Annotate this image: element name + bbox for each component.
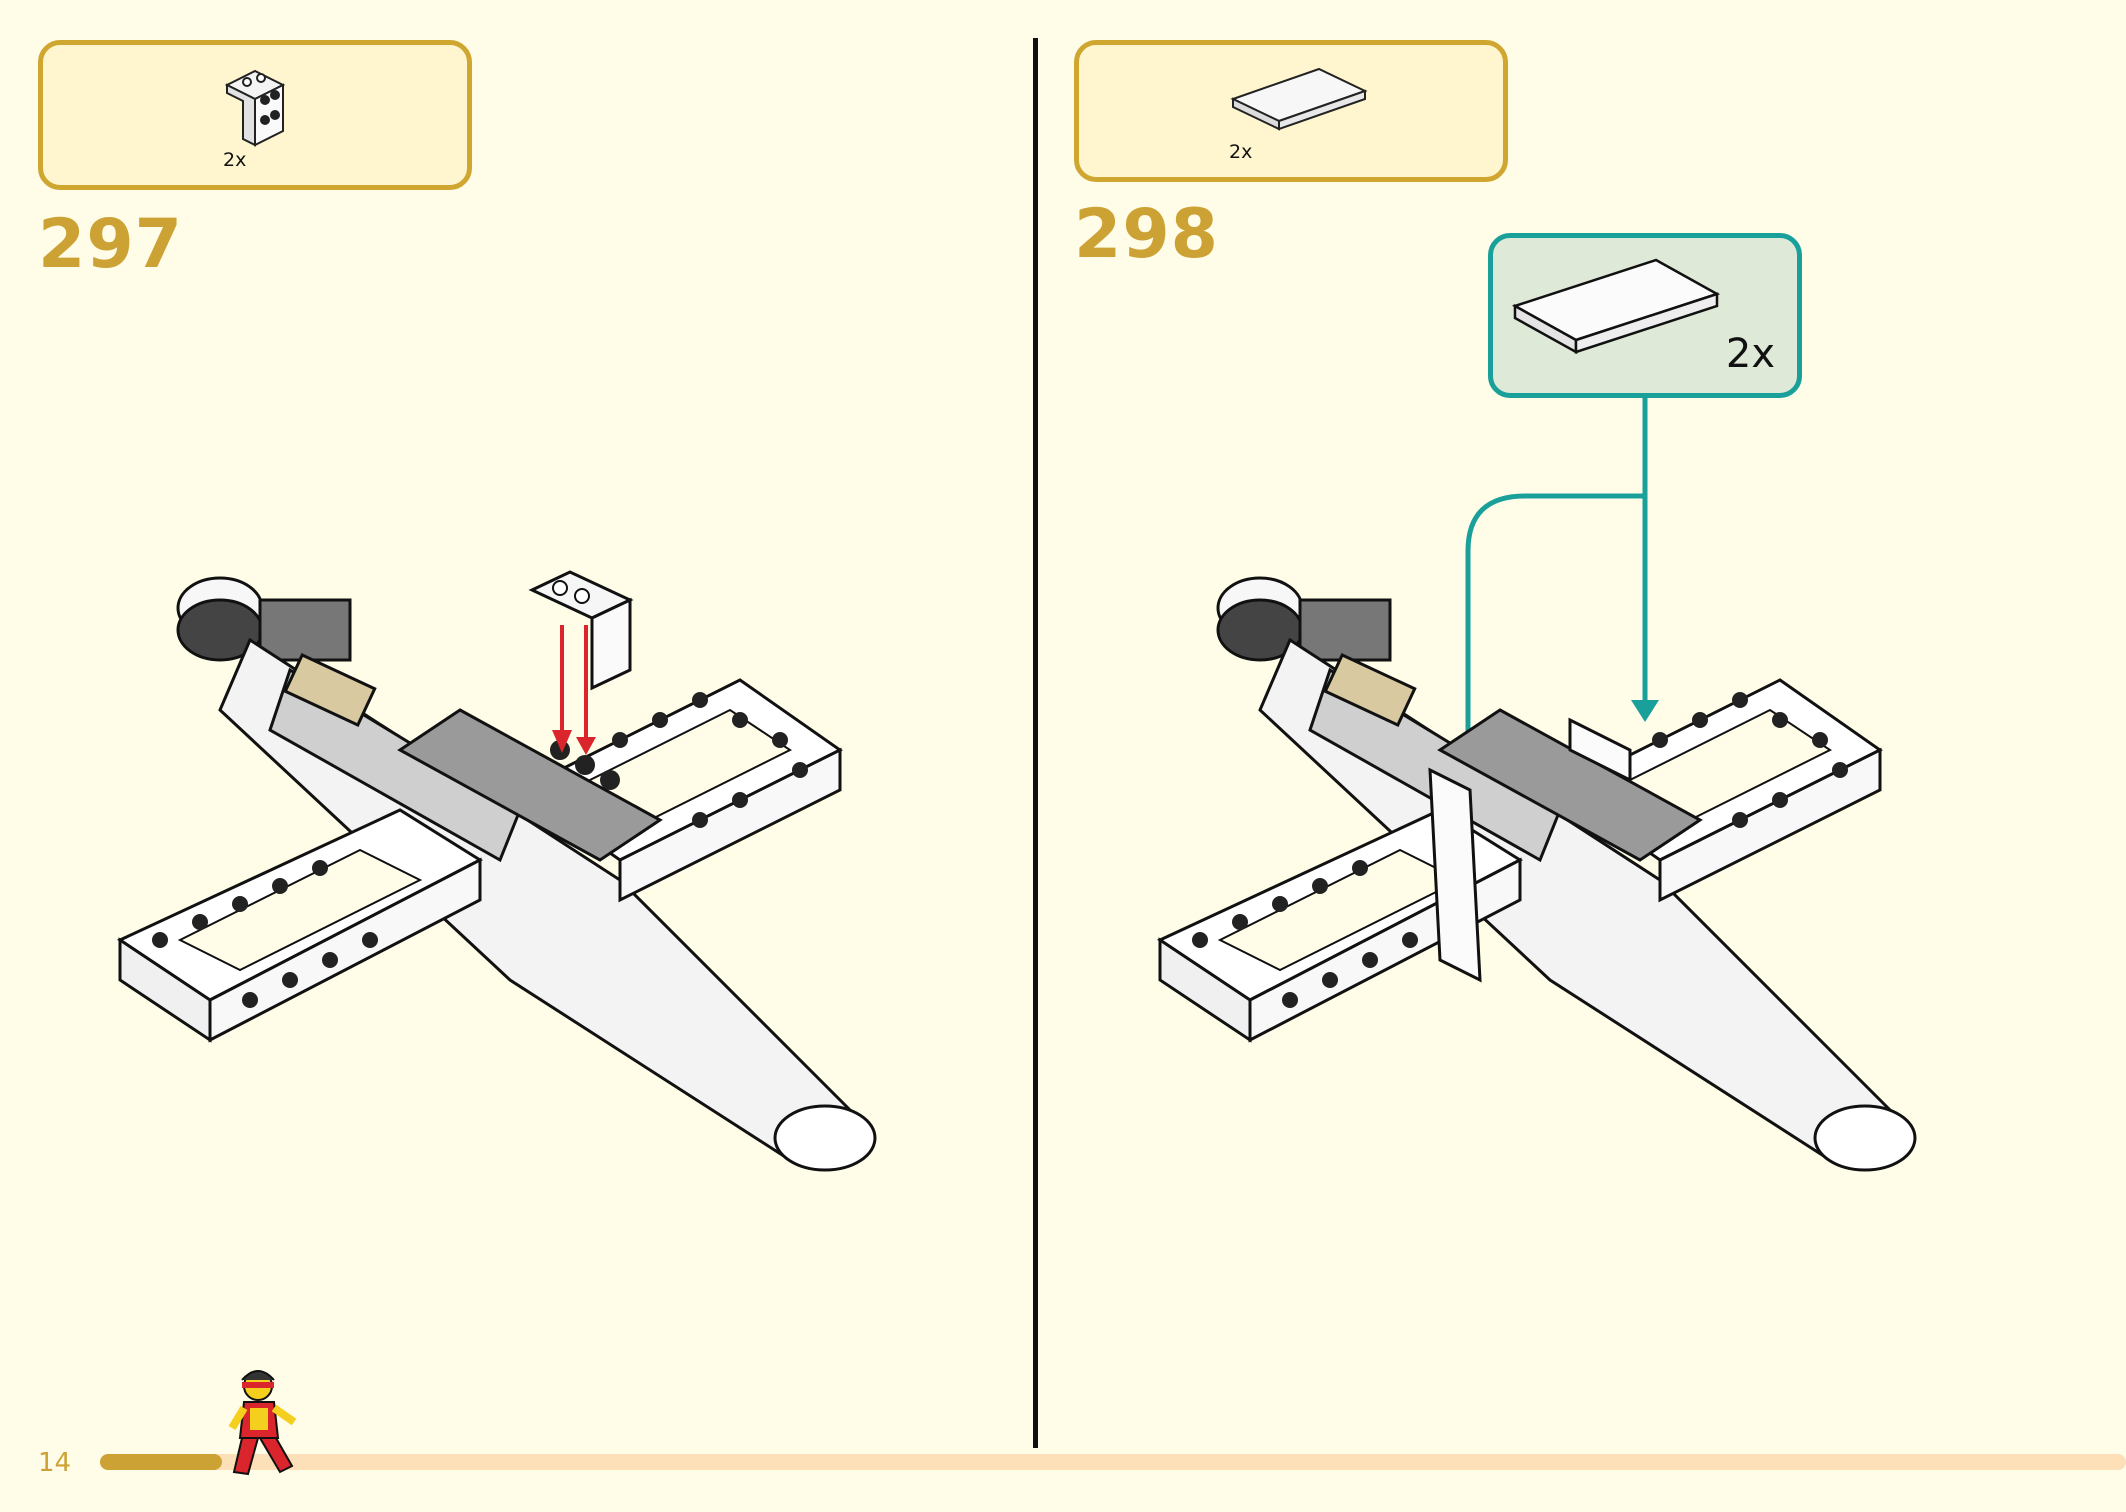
tile-piece-icon [1511, 258, 1721, 355]
step-number: 297 [38, 205, 183, 284]
parts-list-box-step-298: 2x [1074, 40, 1508, 182]
tile-piece-icon [1230, 67, 1368, 131]
incoming-bracket-piece [528, 570, 634, 691]
assembly-model-step-297 [116, 576, 877, 1172]
part-quantity: 2x [1229, 141, 1253, 163]
assembly-model-step-298 [1156, 576, 1917, 1172]
minifigure-mascot-icon [228, 1370, 297, 1476]
parts-list-box-step-297: 2x [38, 40, 472, 190]
bracket-piece-icon [224, 69, 286, 147]
column-divider [1033, 38, 1038, 1448]
part-quantity: 2x [223, 149, 247, 171]
callout-quantity: 2x [1725, 331, 1775, 377]
sub-assembly-callout: 2x [1488, 233, 1802, 398]
page-number: 14 [38, 1448, 72, 1478]
step-number: 298 [1074, 195, 1219, 274]
build-progress-fill [100, 1454, 222, 1470]
red-down-arrows [552, 625, 596, 755]
build-progress-bar [100, 1454, 2126, 1470]
